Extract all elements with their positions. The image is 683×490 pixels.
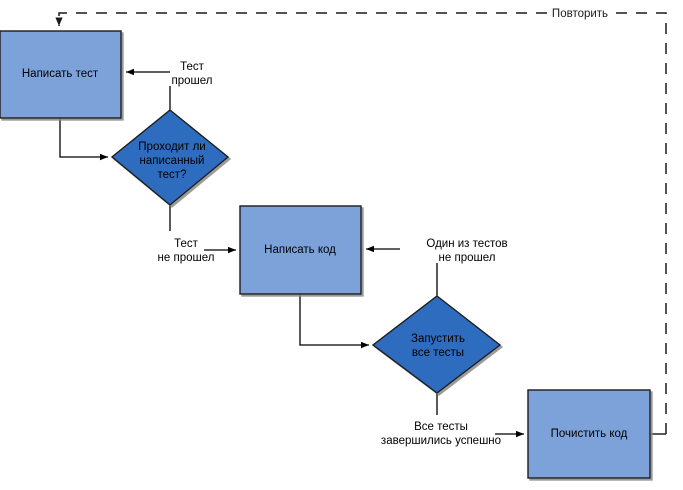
node-write-test[interactable]: Написать тест (0, 30, 122, 119)
write-code-shape[interactable] (239, 205, 362, 295)
test-passed-line-2: прошел (172, 75, 213, 87)
node-run-all-tests-decision[interactable]: Запустить все тесты (371, 295, 502, 394)
test-passes-label-line-2: написанный (140, 155, 205, 167)
edge-label-test-passed: Тест прошел (172, 61, 213, 87)
write-code-label: Написать код (264, 244, 336, 256)
write-test-shape[interactable] (0, 30, 122, 119)
edge-label-test-failed: Тест не прошел (158, 238, 215, 264)
node-write-code[interactable]: Написать код (239, 205, 362, 295)
test-passes-shape[interactable] (110, 109, 230, 206)
edge-writetest-to-decision1 (59, 118, 108, 161)
edge-writecode-to-decision2 (299, 294, 369, 349)
test-failed-line-1: Тест (174, 238, 199, 250)
test-passed-line-1: Тест (180, 61, 205, 73)
node-clean-code[interactable]: Почистить код (527, 389, 651, 479)
node-test-passes-decision[interactable]: Проходит ли написанный тест? (110, 109, 230, 206)
clean-code-label: Почистить код (551, 428, 628, 440)
loop-label-backdrop (548, 7, 614, 21)
run-all-tests-shape[interactable] (371, 295, 502, 394)
loop-edge-repeat (55, 12, 667, 434)
write-test-label: Написать тест (22, 68, 99, 80)
one-test-failed-line-1: Один из тестов (426, 238, 507, 250)
test-failed-line-2: не прошел (158, 252, 215, 264)
all-tests-passed-line-1: Все тесты (414, 421, 468, 433)
run-all-tests-label-line-1: Запустить (411, 333, 465, 345)
one-test-failed-line-2: не прошел (439, 252, 496, 264)
edge-label-one-test-failed: Один из тестов не прошел (426, 238, 507, 264)
test-passes-label-line-3: тест? (158, 169, 187, 181)
all-tests-passed-line-2: завершились успешно (381, 435, 501, 447)
edge-label-all-tests-passed: Все тесты завершились успешно (381, 421, 501, 447)
clean-code-shape[interactable] (527, 389, 651, 479)
loop-label-repeat: Повторить (552, 8, 608, 20)
run-all-tests-label-line-2: все тесты (412, 347, 464, 359)
connectors (55, 7, 667, 438)
test-passes-label-line-1: Проходит ли (138, 141, 205, 153)
